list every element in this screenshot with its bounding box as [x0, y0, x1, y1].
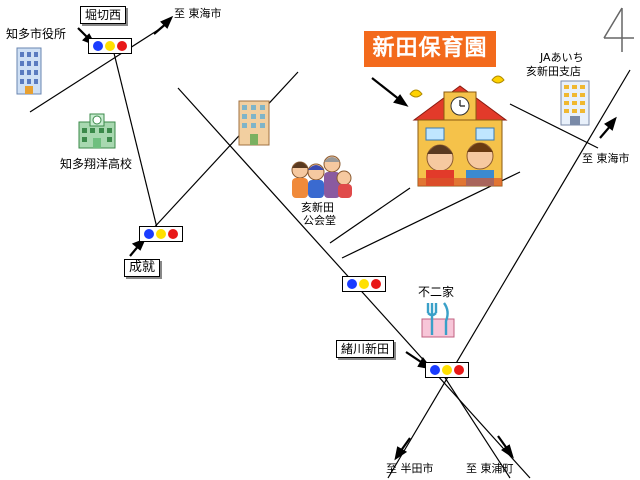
direction-label-tokai-top: 至 東海市 — [174, 7, 222, 20]
place-label-ja-1: JAあいち — [540, 51, 584, 64]
intersection-label-ogawa: 緒川新田 — [336, 340, 395, 358]
road-right-diagonal — [387, 69, 631, 479]
arrow-to-handa-icon — [394, 437, 411, 461]
traffic-signal-joju-icon — [139, 226, 183, 242]
place-label-community-hall-1: 亥新田 — [301, 201, 334, 214]
north-arrow-icon — [603, 7, 634, 52]
place-label-city-hall: 知多市役所 — [6, 27, 67, 41]
ja-bank-building-icon — [560, 80, 590, 126]
direction-label-tokai-right: 至 東海市 — [582, 152, 630, 165]
road-upper-left — [29, 29, 159, 113]
place-label-ja-2: 亥新田支店 — [526, 65, 581, 78]
arrow-to-tokai-top-icon — [153, 15, 174, 35]
place-label-high-school: 知多翔洋高校 — [60, 157, 133, 171]
direction-label-higashiura: 至 東浦町 — [466, 462, 514, 475]
intersection-label-horikiri: 堀切西 — [80, 6, 127, 24]
high-school-building-icon — [78, 113, 116, 149]
place-label-restaurant: 不二家 — [418, 285, 455, 299]
direction-label-handa: 至 半田市 — [386, 462, 434, 475]
page-title: 新田保育園 — [364, 31, 496, 67]
bird-icons — [409, 75, 505, 98]
place-label-community-hall-2: 公会堂 — [303, 214, 336, 227]
arrow-to-tokai-right-icon — [599, 116, 617, 139]
intersection-label-joju: 成就 — [124, 259, 161, 277]
road-ogawa-to-higashiura — [439, 369, 511, 479]
arrow-to-higashiura-icon — [497, 435, 514, 459]
traffic-signal-ogawa-icon — [425, 362, 469, 378]
traffic-signal-horikiri-icon — [88, 38, 132, 54]
apartment-building-icon — [238, 100, 270, 146]
traffic-signal-middle-icon — [342, 276, 386, 292]
city-hall-building-icon — [16, 47, 42, 95]
restaurant-fork-knife-icon — [421, 302, 455, 338]
road-ja-branch — [509, 103, 599, 149]
road-horikiri-joju — [111, 44, 159, 233]
road-community-hall-branch — [329, 187, 411, 244]
nursery-building-icon — [409, 75, 508, 187]
arrow-joju-icon — [129, 237, 147, 257]
arrow-to-nursery-icon — [371, 77, 409, 107]
road-joju-diagonal — [149, 71, 299, 233]
community-people-icon — [291, 155, 352, 198]
